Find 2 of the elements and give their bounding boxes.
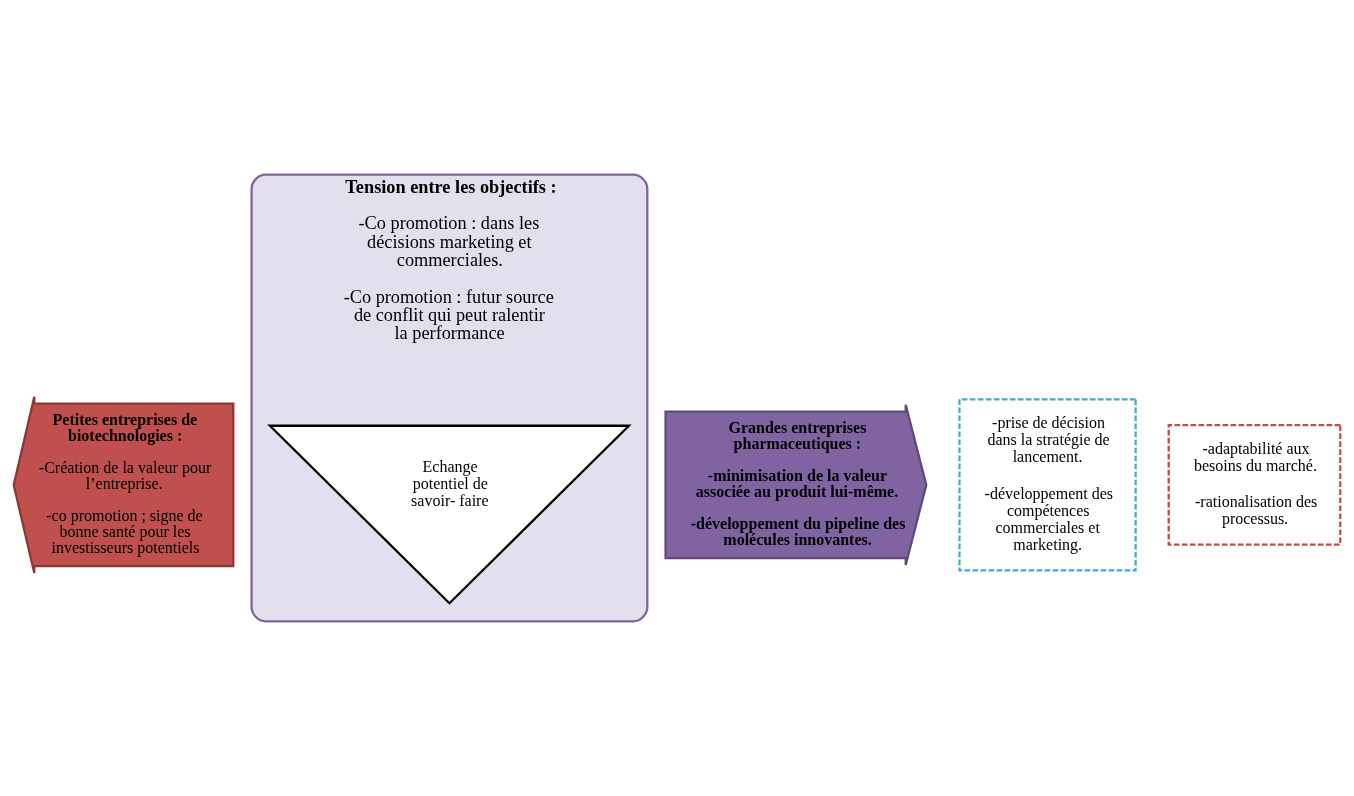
node-box: -prise de décision dans la stratégie de lancement. -développement des compétences commerciales et marketing. <box>958 398 1137 572</box>
node-box: -adaptabilité aux besoins du marché. -rationalisation des processus. <box>1167 423 1342 546</box>
